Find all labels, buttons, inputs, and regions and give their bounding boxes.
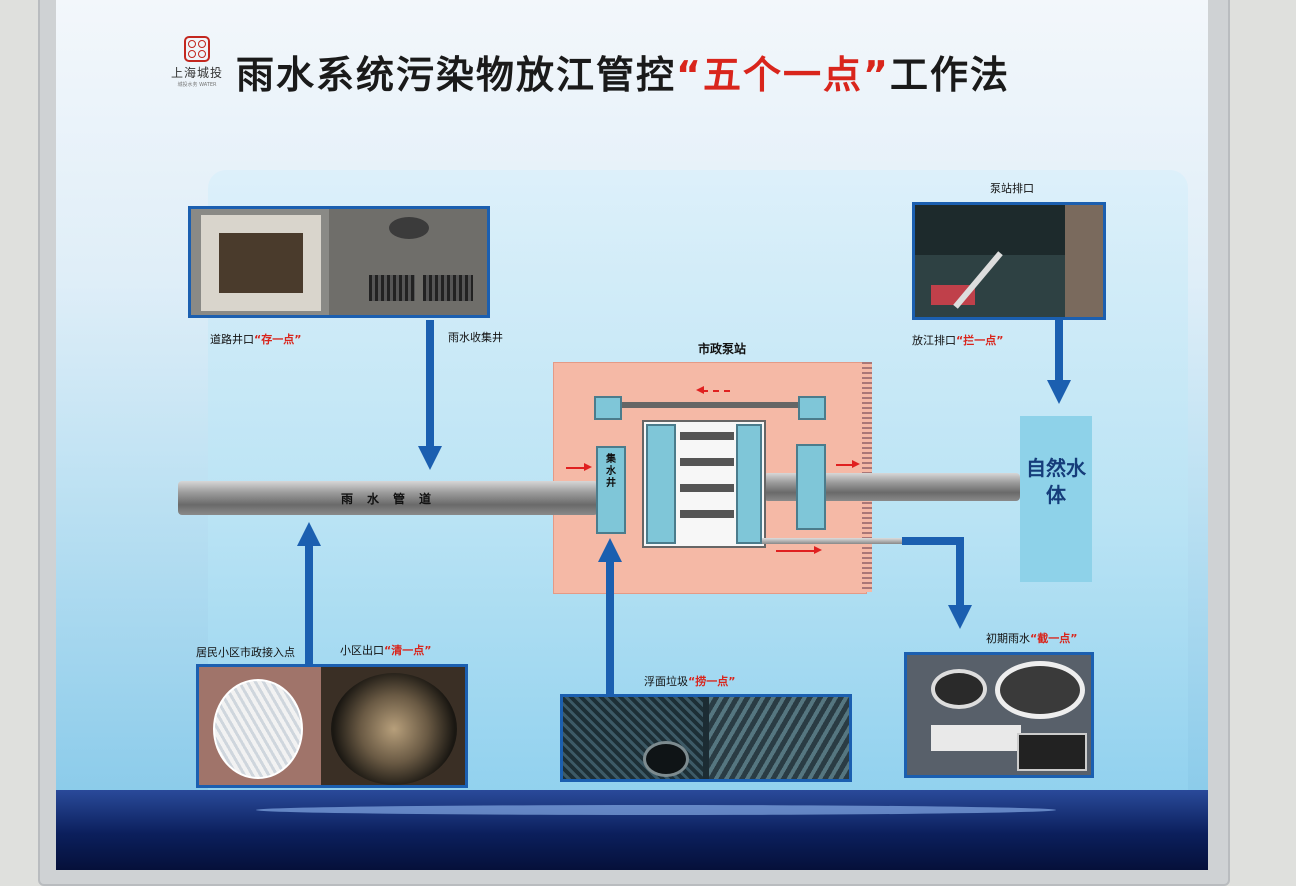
label-river-outlet: 放江排口“拦一点” [912,334,1004,347]
logo: 上海城投 城投水务 WATER [157,36,237,96]
flow-arrow-initial [776,550,816,552]
tank-top-left [594,396,622,420]
photo-road-well [188,206,490,318]
label-road-well: 道路井口“存一点” [210,333,302,346]
poster-board: 上海城投 城投水务 WATER 雨水系统污染物放江管控“五个一点”工作法 道路井… [56,0,1208,870]
arrow-up-icon [598,538,622,562]
logo-subtext: 城投水务 WATER [177,82,217,88]
poster-title: 雨水系统污染物放江管控“五个一点”工作法 [236,44,1056,99]
arrow-down-icon [418,446,442,470]
wet-well [646,424,676,544]
collector-well [596,446,626,534]
arrow-initial-rain-horizontal [902,537,964,545]
arrow-floating-to-station [606,562,614,694]
label-pump-station: 市政泵站 [698,342,747,356]
pump-unit-4 [680,510,734,518]
arrow-initial-rain-vertical [956,537,964,607]
flow-arrow-out-head [852,460,860,468]
outlet-chamber [796,444,826,530]
tank-top-right [798,396,826,420]
wave-highlight [256,805,1056,815]
flow-arrow-return-head [696,386,704,394]
arrow-down-icon [1047,380,1071,404]
pump-unit-2 [680,458,734,466]
flow-arrow-out [836,464,854,466]
label-community-outlet: 小区出口“清一点” [340,644,432,657]
arrow-outlet-to-water [1055,320,1063,382]
rain-pipe [178,481,598,515]
label-floating-waste: 浮面垃圾“捞一点” [644,675,736,688]
label-rain-collector: 雨水收集井 [448,331,503,344]
label-residential-entry: 居民小区市政接入点 [196,646,295,659]
label-collector-well: 集水井 [606,454,616,489]
title-prefix: 雨水系统污染物放江管控 [236,53,677,97]
initial-rain-pipe [762,538,904,544]
arrow-down-icon [948,605,972,629]
arrow-up-icon [297,522,321,546]
photo-pump-outlet [912,202,1106,320]
photo-initial-rain [904,652,1094,778]
flow-arrow-return [702,390,730,394]
logo-mark-icon [184,36,210,62]
label-rain-pipe: 雨水管道 [341,492,446,506]
photo-community-outlet [196,664,468,788]
title-suffix: 工作法 [889,53,1010,97]
label-initial-rain: 初期雨水“截一点” [986,632,1078,645]
photo-floating-waste [560,694,852,782]
arrow-community-to-pipe [305,546,313,670]
flow-arrow-in-head [584,463,592,471]
title-highlight: “五个一点” [676,53,890,97]
flow-arrow-in [566,467,586,469]
arrow-collector-to-pipe [426,320,434,446]
pump-unit-3 [680,484,734,492]
label-natural-water: 自然水体 [1026,456,1086,507]
return-pipe [606,402,802,408]
pump-unit-1 [680,432,734,440]
label-pump-outlet: 泵站排口 [990,182,1034,195]
water-wave-band [56,790,1208,870]
natural-water-body [1020,416,1092,582]
flow-arrow-initial-head [814,546,822,554]
logo-name: 上海城投 [170,66,223,80]
dry-well [736,424,762,544]
